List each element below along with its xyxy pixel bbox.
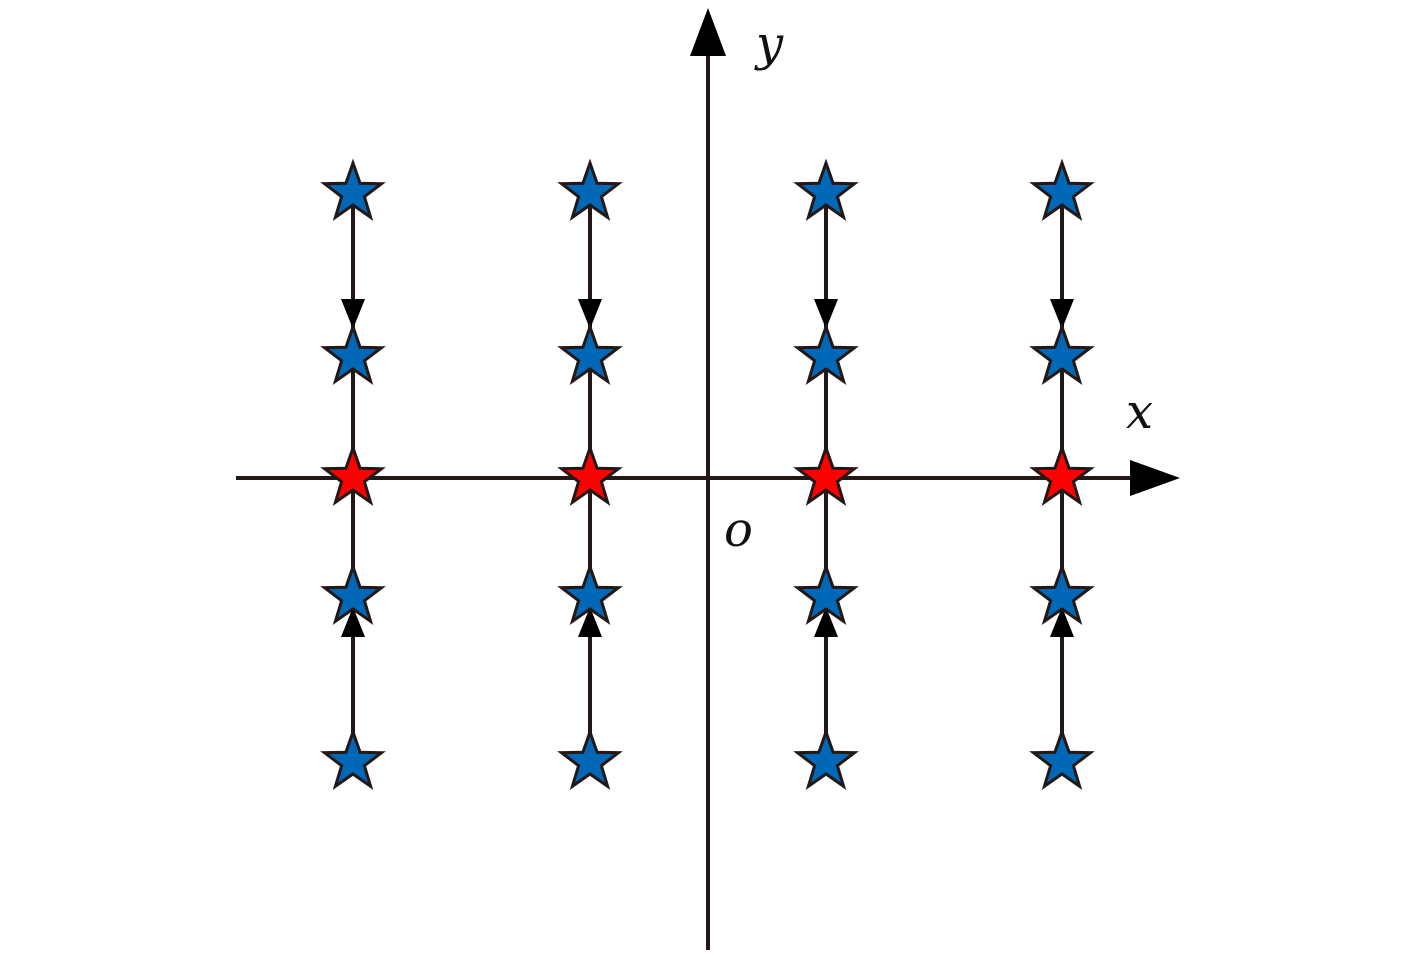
blue-star-icon <box>320 158 386 222</box>
blue-star-icon <box>793 562 859 626</box>
origin-label: o <box>724 502 753 558</box>
blue-star-icon <box>793 727 859 791</box>
blue-star-icon <box>320 562 386 626</box>
x-axis-label: x <box>1126 384 1153 440</box>
arrow-down-icon <box>341 299 365 329</box>
red-star-icon <box>1029 443 1095 507</box>
blue-star-icon <box>557 562 623 626</box>
red-star-icon <box>557 443 623 507</box>
arrow-down-icon <box>578 299 602 329</box>
arrow-up-icon <box>1050 607 1074 637</box>
axis-labels: x y o <box>724 16 1153 558</box>
y-axis-label: y <box>754 16 784 72</box>
axes <box>236 8 1180 950</box>
flow-arrowheads <box>341 299 1074 637</box>
arrow-up-icon <box>814 607 838 637</box>
arrow-down-icon <box>814 299 838 329</box>
blue-star-icon <box>1029 322 1095 386</box>
blue-star-icon <box>557 322 623 386</box>
stars <box>320 158 1095 791</box>
blue-star-icon <box>320 727 386 791</box>
blue-star-icon <box>1029 562 1095 626</box>
red-star-icon <box>320 443 386 507</box>
blue-star-icon <box>320 322 386 386</box>
y-axis-arrowhead <box>690 8 726 56</box>
arrow-up-icon <box>578 607 602 637</box>
blue-star-icon <box>1029 727 1095 791</box>
red-star-icon <box>793 443 859 507</box>
blue-star-icon <box>557 158 623 222</box>
blue-star-icon <box>1029 158 1095 222</box>
blue-star-icon <box>793 322 859 386</box>
arrow-up-icon <box>341 607 365 637</box>
arrow-down-icon <box>1050 299 1074 329</box>
blue-star-icon <box>793 158 859 222</box>
blue-star-icon <box>557 727 623 791</box>
x-axis-arrowhead <box>1130 460 1180 496</box>
